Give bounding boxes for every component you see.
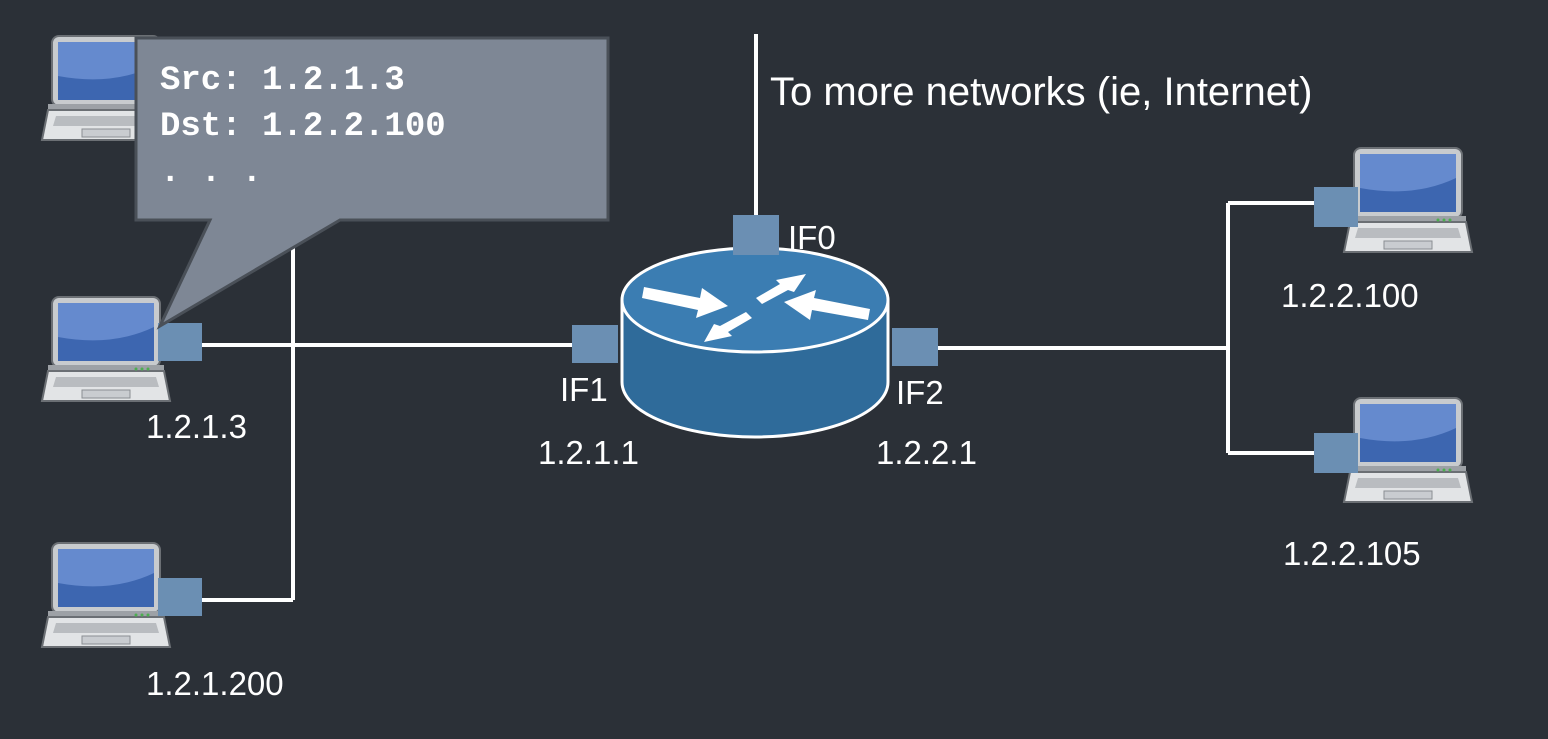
packet-header-text: Src: 1.2.1.3 Dst: 1.2.2.100 . . . — [160, 58, 446, 196]
packet-src-line: Src: 1.2.1.3 — [160, 62, 405, 100]
host-left-bottom-address: 1.2.1.200 — [146, 665, 284, 702]
host-left-middle-address: 1.2.1.3 — [146, 408, 247, 445]
interface-port-icon — [1314, 433, 1358, 473]
host-right-bottom-address: 1.2.2.105 — [1283, 535, 1421, 572]
host-ports — [158, 187, 1358, 616]
packet-callout — [134, 36, 610, 330]
network-wires — [200, 34, 1316, 602]
interface-port-icon — [733, 215, 779, 255]
router-if1-label: IF1 — [560, 371, 608, 408]
router-if2-label: IF2 — [896, 374, 944, 411]
router-if0-label: IF0 — [788, 219, 836, 256]
packet-more-line: . . . — [160, 154, 263, 192]
interface-port-icon — [572, 325, 618, 363]
interface-port-icon — [892, 328, 938, 366]
laptop-icon — [1343, 147, 1473, 253]
laptop-icon — [41, 542, 171, 648]
interface-port-icon — [1314, 187, 1358, 227]
packet-dst-line: Dst: 1.2.2.100 — [160, 108, 446, 146]
router-ports — [572, 215, 938, 366]
interface-port-icon — [158, 578, 202, 616]
interface-port-icon — [158, 323, 202, 361]
uplink-label: To more networks (ie, Internet) — [770, 70, 1313, 114]
laptop-icon — [1343, 397, 1473, 503]
laptop-icon — [41, 296, 171, 402]
host-right-top-address: 1.2.2.100 — [1281, 277, 1419, 314]
router-icon — [620, 246, 890, 439]
router-if1-address: 1.2.1.1 — [538, 434, 639, 471]
router-if2-address: 1.2.2.1 — [876, 434, 977, 471]
